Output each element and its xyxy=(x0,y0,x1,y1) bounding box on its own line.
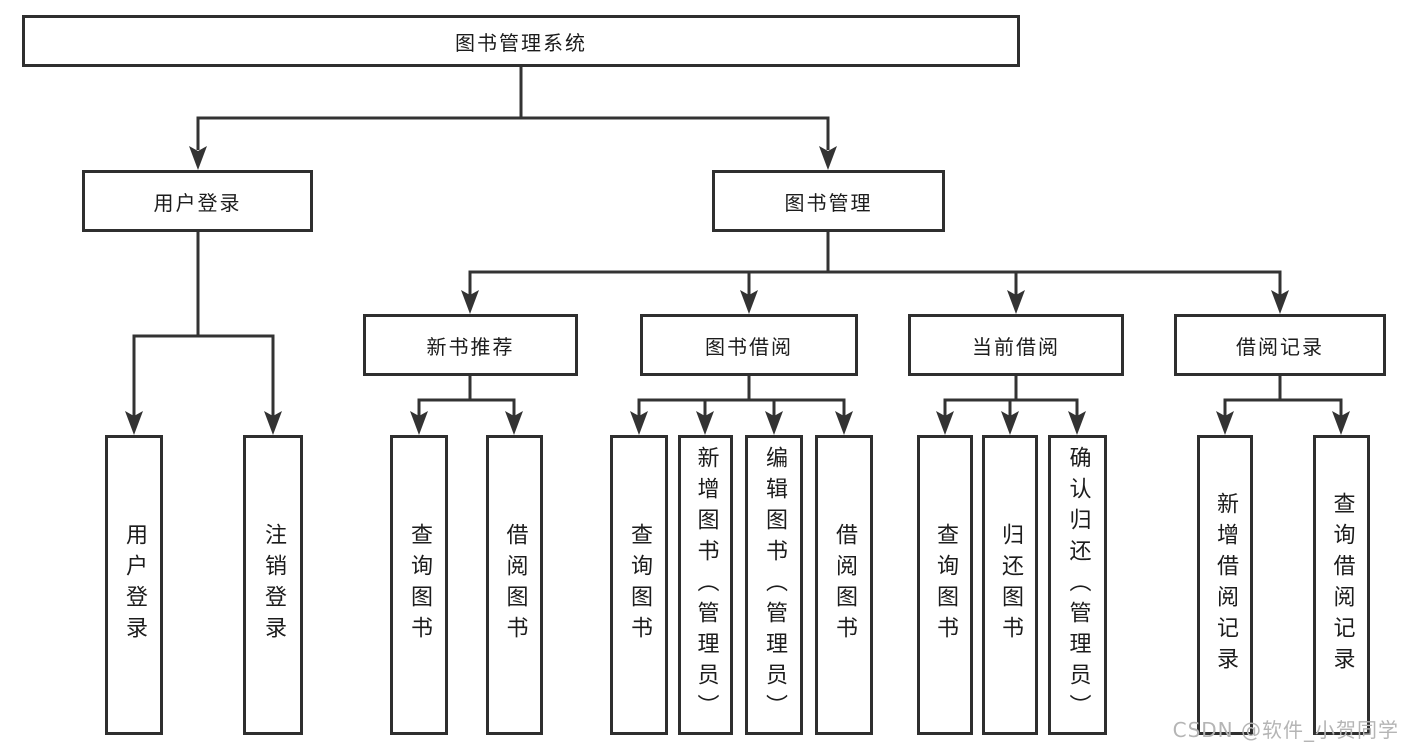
connector-book-management-children xyxy=(461,232,1289,314)
node-label: 查询图书 xyxy=(627,523,652,647)
node-book-management: 图书管理 xyxy=(712,170,945,232)
connector-new-book-recommend-children xyxy=(410,376,523,435)
watermark: CSDN @软件_小贺同学 xyxy=(1172,718,1399,742)
node-label: 借阅图书 xyxy=(832,523,857,647)
node-label: 新增图书（管理员） xyxy=(693,445,719,725)
connector-current-borrow-children xyxy=(936,376,1086,435)
node-label: 查询图书 xyxy=(933,523,958,647)
node-root: 图书管理系统 xyxy=(22,15,1020,67)
node-label: 查询借阅记录 xyxy=(1329,492,1355,678)
leaf-borrow-books-recommend: 借阅图书 xyxy=(486,435,543,735)
node-user-login: 用户登录 xyxy=(82,170,313,232)
node-label: 确认归还（管理员） xyxy=(1065,445,1091,725)
connector-user-login-children xyxy=(125,232,282,435)
leaf-user-login: 用户登录 xyxy=(105,435,163,735)
node-borrow-records: 借阅记录 xyxy=(1174,314,1386,376)
node-label: 用户登录 xyxy=(122,523,147,647)
node-label: 注销登录 xyxy=(261,523,286,647)
leaf-logout: 注销登录 xyxy=(243,435,303,735)
node-new-book-recommend: 新书推荐 xyxy=(363,314,578,376)
leaf-query-books-borrow: 查询图书 xyxy=(610,435,668,735)
connector-borrow-records-children xyxy=(1216,376,1350,435)
node-book-borrow: 图书借阅 xyxy=(640,314,858,376)
leaf-query-books-current: 查询图书 xyxy=(917,435,973,735)
leaf-borrow-books-borrow: 借阅图书 xyxy=(815,435,873,735)
node-label: 借阅图书 xyxy=(502,523,528,647)
connector-book-borrow-children xyxy=(630,376,853,435)
leaf-add-borrow-record: 新增借阅记录 xyxy=(1197,435,1253,735)
connector-root-to-level1 xyxy=(189,67,837,170)
node-label: 查询图书 xyxy=(407,523,432,647)
leaf-add-book-admin: 新增图书（管理员） xyxy=(678,435,733,735)
node-label: 编辑图书（管理员） xyxy=(762,445,787,725)
node-current-borrow: 当前借阅 xyxy=(908,314,1124,376)
leaf-return-books: 归还图书 xyxy=(982,435,1038,735)
node-label: 归还图书 xyxy=(998,523,1023,647)
leaf-query-books-recommend: 查询图书 xyxy=(390,435,448,735)
leaf-confirm-return-admin: 确认归还（管理员） xyxy=(1048,435,1107,735)
leaf-query-borrow-record: 查询借阅记录 xyxy=(1313,435,1370,735)
leaf-edit-book-admin: 编辑图书（管理员） xyxy=(745,435,803,735)
node-label: 新增借阅记录 xyxy=(1213,492,1238,678)
